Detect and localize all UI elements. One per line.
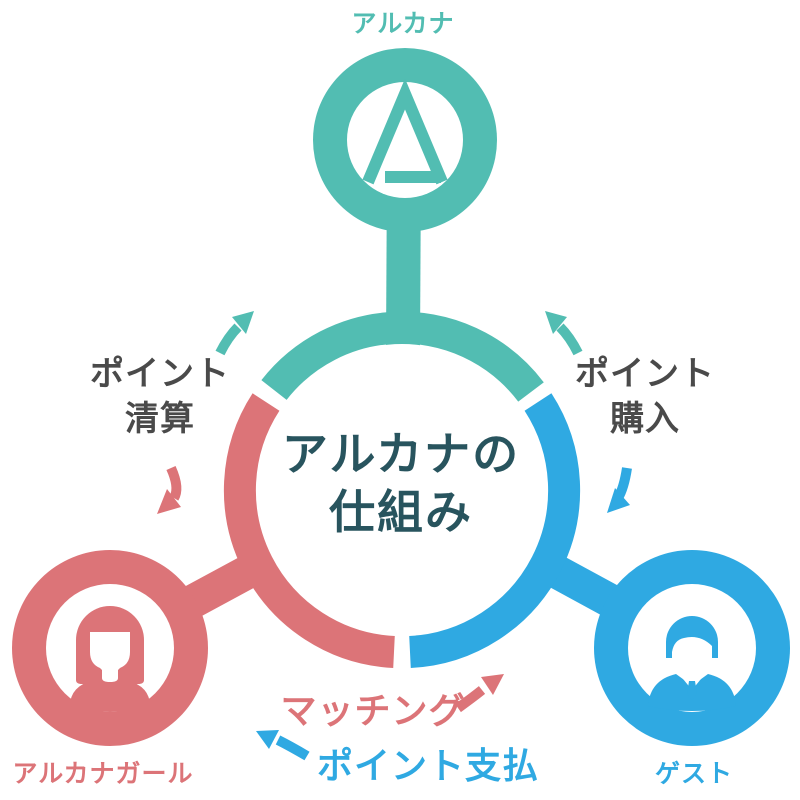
arrow-matching-up-right xyxy=(455,674,504,713)
center-hub-face xyxy=(256,344,548,636)
purchase-label-line1: ポイント xyxy=(575,355,715,393)
arrow-down-to-guest xyxy=(607,467,632,513)
center-hub xyxy=(223,311,581,668)
purchase-label: ポイント 購入 xyxy=(575,352,715,442)
hub-arc-blue xyxy=(409,393,581,668)
woman-icon xyxy=(70,606,150,712)
payment-label: ポイント支払 xyxy=(316,745,540,786)
man-icon xyxy=(648,616,736,711)
matching-label: マッチング xyxy=(280,690,466,731)
arrow-up-to-arcana-left xyxy=(215,311,254,356)
arcana-node xyxy=(313,48,497,232)
arrow-payment-up-left xyxy=(256,730,310,761)
hub-arc-red xyxy=(223,393,395,668)
arrow-up-to-arcana-right xyxy=(545,311,583,356)
guest-node xyxy=(594,550,790,746)
arrow-down-to-girl xyxy=(157,465,182,514)
flow-arrows xyxy=(157,311,632,761)
guest-node-label: ゲスト xyxy=(654,760,734,788)
girl-node xyxy=(12,550,208,746)
girl-node-label: アルカナガール xyxy=(12,760,194,788)
guest-node-face xyxy=(628,584,756,712)
diagram-title-line2: 仕組み xyxy=(328,486,473,538)
settlement-label-line2: 清算 xyxy=(125,400,195,438)
arcana-node-label: アルカナ xyxy=(351,10,455,38)
purchase-label-line2: 購入 xyxy=(610,400,680,438)
settlement-label: ポイント 清算 xyxy=(90,352,230,442)
hub-arc-teal xyxy=(261,311,544,402)
diagram-title-line1: アルカナの xyxy=(281,428,521,480)
diagram-title: アルカナの 仕組み xyxy=(282,425,520,541)
arcana-logo-icon xyxy=(362,78,448,185)
settlement-label-line1: ポイント xyxy=(90,355,230,393)
